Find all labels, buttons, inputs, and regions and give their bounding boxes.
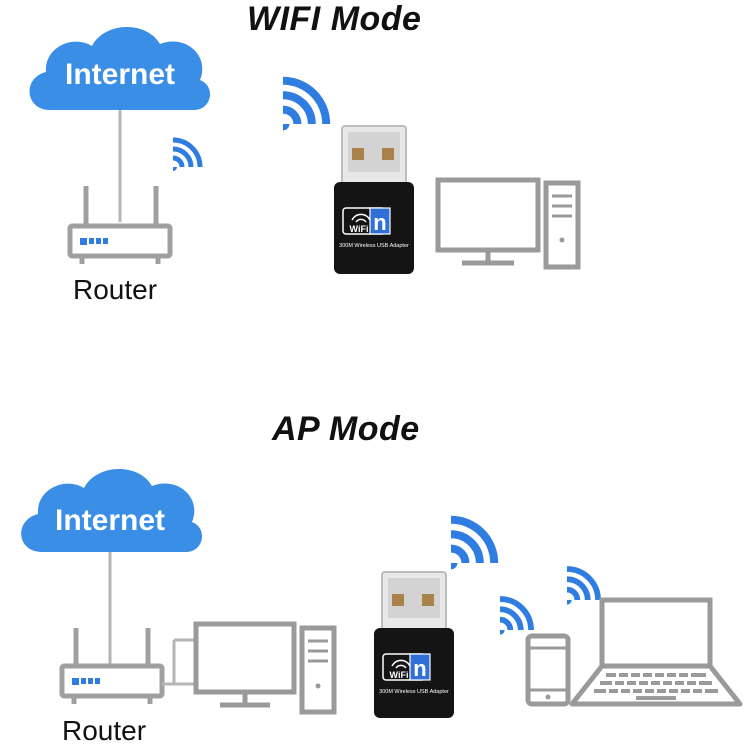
ap-mode-title: AP Mode [272,410,420,448]
smartphone-icon [525,633,571,707]
wifi-signal-icon [283,81,326,131]
phone-home-button [545,694,551,700]
adapter-badge-wifi: WiFi [390,670,409,680]
cloud-icon: Internet [21,468,203,552]
adapter-badge-n: n [373,210,386,235]
desktop-computer-icon [193,621,337,715]
router-leds [80,238,108,245]
adapter-badge-wifi: WiFi [350,224,369,234]
adapter-caption: 300M Wireless USB Adapter [379,689,449,695]
wifi-mode-title: WIFI Mode [247,0,422,38]
tower-power-dot [315,683,321,689]
wifi-signal-icon [500,599,531,635]
wifi-signal-icon [173,140,200,171]
router-label-wifi-mode: Router [73,274,158,305]
router-label-ap-mode: Router [62,715,147,746]
adapter-caption: 300M Wireless USB Adapter [339,243,409,249]
wifi-signal-icon [567,569,598,605]
tower-power-dot [559,237,565,243]
router-icon [59,628,165,704]
desktop-computer-icon [435,177,581,270]
wifi-signal-icon [451,520,494,570]
adapter-badge-n: n [413,656,426,681]
laptop-icon [569,597,743,707]
cloud-label: Internet [55,504,165,537]
router-leds [72,678,100,685]
cloud-icon: Internet [29,26,211,110]
cloud-label: Internet [65,58,175,91]
usb-adapter-icon: WiFi n 300M Wireless USB Adapter [334,125,414,274]
usb-adapter-icon: WiFi n 300M Wireless USB Adapter [374,571,454,718]
router-icon [67,186,173,264]
